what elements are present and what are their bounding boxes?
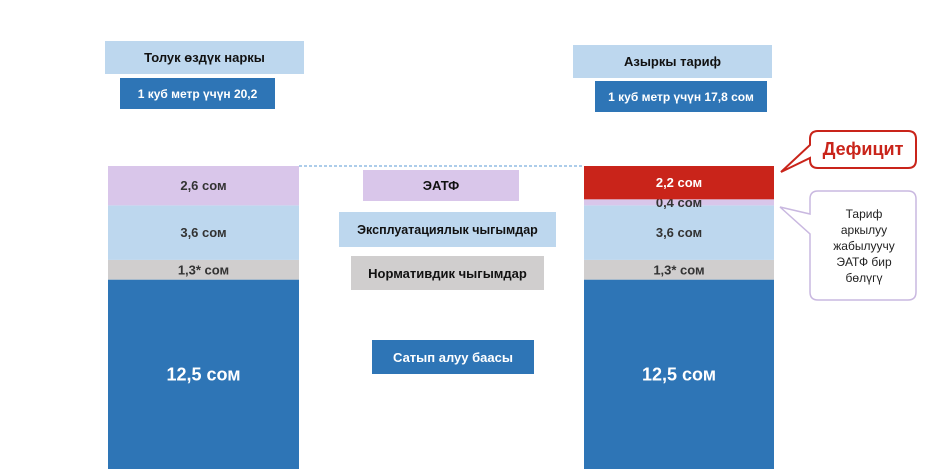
bar-label-1-1: 12,5 сом — [166, 364, 240, 384]
legend-purchase: Сатып алуу баасы — [372, 340, 534, 374]
right-subtitle: 1 куб метр үчүн 17,8 сом — [595, 81, 767, 112]
eatf-note: Тариф аркылуу жабылуучу ЭАТФ бир бөлүгү — [833, 207, 895, 285]
bar-segment-2-2 — [584, 259, 774, 280]
bar-segment-1-2 — [108, 259, 299, 280]
bar-segment-1-1 — [108, 279, 299, 469]
legend-normative: Нормативдик чыгымдар — [351, 256, 544, 290]
legend-operational: Эксплуатациялык чыгымдар — [339, 212, 556, 247]
legend-eatf: ЭАТФ — [363, 170, 519, 201]
left-subtitle: 1 куб метр үчүн 20,2 — [120, 78, 275, 109]
bar-label-2-3: 3,6 сом — [656, 225, 702, 240]
bar-label-2-1: 12,5 сом — [642, 364, 716, 384]
left-title: Толук өздүк наркы — [105, 41, 304, 74]
bar-segment-2-1 — [584, 279, 774, 469]
bar-segment-1-3 — [108, 205, 299, 260]
right-title: Азыркы тариф — [573, 45, 772, 78]
bar-segment-2-4 — [584, 199, 774, 206]
bar-label-1-4: 2,6 сом — [180, 178, 226, 193]
bar-label-2-2: 1,3* сом — [653, 262, 704, 277]
bar-label-1-2: 1,3* сом — [178, 262, 229, 277]
bar-segment-1-4 — [108, 166, 299, 206]
bar-segment-2-3 — [584, 205, 774, 260]
deficit-label: Дефицит — [822, 139, 904, 159]
bar-segment-2-5 — [584, 166, 774, 200]
bar-label-1-3: 3,6 сом — [180, 225, 226, 240]
bar-label-2-5: 2,2 сом — [656, 175, 702, 190]
